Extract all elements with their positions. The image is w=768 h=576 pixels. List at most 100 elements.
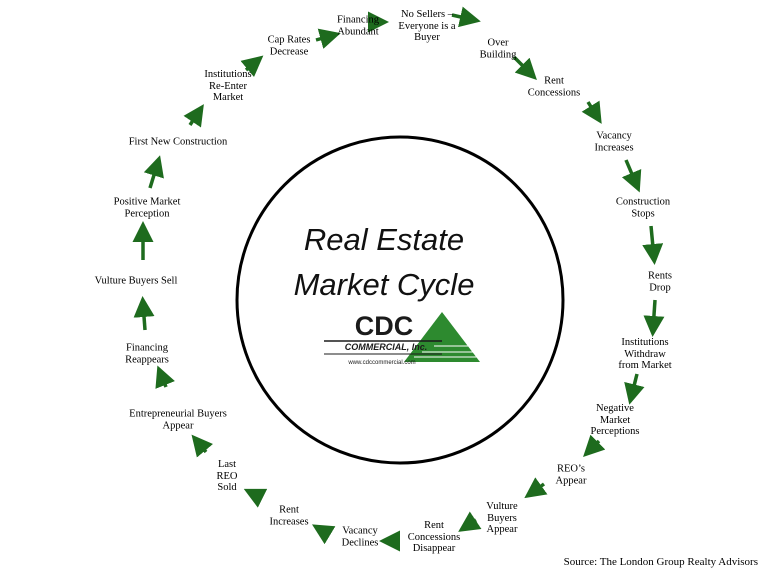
stage-label-line: from Market: [618, 359, 672, 371]
stage-label-line: Decrease: [269, 46, 309, 57]
stage-label-line: Stops: [631, 208, 655, 219]
stage-label-line: Vacancy: [342, 525, 378, 537]
stage-label-line: Everyone is a: [398, 20, 456, 32]
cycle-arrow: [642, 225, 664, 265]
stage-label-line: Vulture: [486, 500, 518, 512]
cycle-arrow: [458, 511, 482, 532]
cycle-arrow: [624, 373, 645, 405]
stage-label-line: Buyer: [414, 31, 440, 43]
stage-label-line: Market: [212, 91, 244, 103]
cdc-commercial-logo: CDC COMMERCIAL, Inc. www.cdccommercial.c…: [324, 311, 480, 366]
cycle-arrow: [311, 524, 336, 545]
cycle-arrow: [155, 365, 175, 389]
stage-label-line: Market: [599, 414, 631, 426]
diagram-title-line-2: Market Cycle: [293, 267, 475, 302]
stage-label-line: Vacancy: [596, 130, 632, 142]
logo-name: CDC: [355, 311, 414, 341]
center-circle: [235, 135, 565, 465]
stage-label-line: Increases: [269, 516, 309, 527]
stage-label-line: Appear: [162, 420, 194, 431]
stage-label-line: Abundant: [337, 26, 379, 37]
stage-label-line: Re-Enter: [209, 80, 247, 92]
stage-label-line: Rent: [544, 75, 564, 87]
cycle-arrow: [243, 488, 268, 508]
cycle-arrow: [191, 434, 214, 458]
stage-label-line: Reappears: [125, 354, 169, 365]
stage-label-line: First New Construction: [128, 136, 228, 148]
stage-label-line: Building: [479, 49, 517, 60]
stage-label-line: Positive Market: [113, 196, 181, 208]
cycle-arrow: [315, 28, 341, 49]
stage-label-line: Drop: [649, 282, 671, 293]
stage-label: Vulture Buyers Sell: [95, 275, 178, 287]
cycle-arrow: [621, 159, 642, 193]
stage-label-line: Concessions: [527, 87, 581, 98]
stage-label-line: Declines: [341, 537, 379, 548]
cycle-arrow: [451, 6, 481, 28]
stage-label-line: Rent: [424, 519, 444, 531]
cycle-arrow: [143, 155, 164, 189]
stage-label: First New Construction: [129, 136, 228, 148]
stage-label-line: Sold: [217, 481, 237, 493]
cycle-arrow: [512, 55, 537, 80]
cycle-arrow: [643, 299, 665, 337]
stage-label-line: Disappear: [412, 542, 456, 554]
stage-label-line: Vulture Buyers Sell: [94, 275, 178, 287]
stage-label-line: Concessions: [407, 531, 461, 543]
stage-label-line: Institutions: [204, 68, 252, 80]
stage-label-line: Perception: [124, 208, 170, 219]
cycle-arrow: [583, 434, 606, 457]
stage-label-line: Appear: [486, 523, 518, 535]
cycle-arrow: [524, 477, 548, 499]
stage-label-line: Financing: [125, 342, 168, 354]
stage-label-line: Increases: [594, 142, 634, 153]
stage-label-line: Negative: [596, 402, 634, 414]
stage-label-line: Rents: [648, 270, 672, 282]
logo-url: www.cdccommercial.com: [347, 360, 415, 366]
stage-label-line: Appear: [555, 475, 587, 486]
cycle-arrow: [240, 55, 264, 78]
stage-label-line: Financing: [337, 14, 379, 26]
stage-label-line: Perceptions: [590, 425, 640, 437]
stage-label-line: Buyers: [487, 512, 517, 524]
stage-label-line: REO’s: [556, 463, 585, 475]
stage-label-line: Rent: [279, 504, 299, 516]
cycle-arrow: [133, 296, 155, 331]
stage-label-line: Withdraw: [624, 348, 666, 360]
stage-label-line: No Sellers –: [401, 8, 453, 20]
stage-label-line: Over: [487, 37, 509, 49]
stage-label-line: Entrepreneurial Buyers: [129, 408, 227, 420]
stage-label-line: Last: [217, 458, 237, 470]
logo-subtitle: COMMERCIAL, Inc.: [345, 342, 428, 352]
stage-label-line: REO: [216, 470, 238, 482]
stage-label-line: Construction: [615, 196, 671, 208]
cycle-arrow: [183, 104, 204, 128]
logo-triangle-icon: [404, 312, 480, 362]
stage-label-line: Cap Rates: [267, 34, 311, 46]
cycle-arrow: [581, 100, 602, 124]
source-credit: Source: The London Group Realty Advisors: [563, 556, 758, 568]
stage-label-line: Institutions: [621, 336, 669, 348]
diagram-title-line-1: Real Estate: [303, 222, 465, 257]
